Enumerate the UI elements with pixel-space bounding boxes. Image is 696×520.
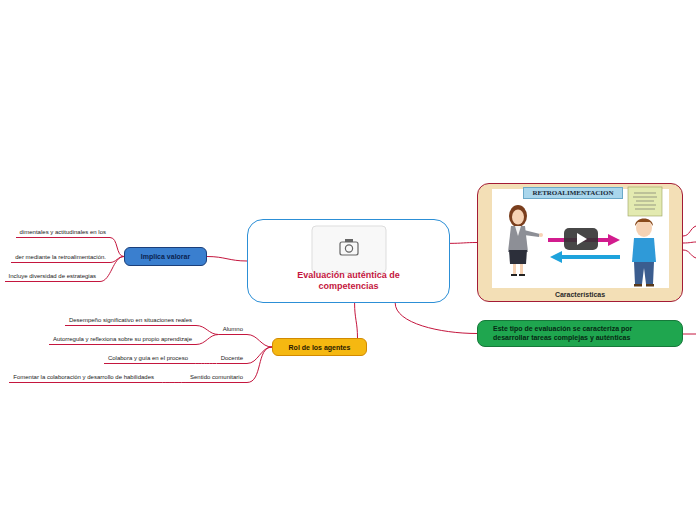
node-text: Desempeño significativo en situaciones r… bbox=[69, 317, 192, 324]
node-text: Implica valorar bbox=[141, 253, 190, 260]
branch-connector bbox=[196, 335, 219, 345]
central-topic: Evaluación auténtica de competencias bbox=[247, 219, 450, 303]
branch-connector bbox=[192, 363, 217, 364]
node-text: der mediante la retroalimentación. bbox=[15, 254, 106, 261]
branch-leaf: Fomentar la colaboración y desarrollo de… bbox=[9, 374, 158, 383]
topic-box: Este tipo de evaluación se caracteriza p… bbox=[477, 320, 683, 347]
node-text: Evaluación auténtica de competencias bbox=[248, 270, 449, 292]
node-text: dimentales y actitudinales en los bbox=[20, 229, 106, 236]
topic-box: Implica valorar bbox=[124, 247, 207, 266]
branch-leaf: Alumno bbox=[219, 326, 247, 335]
branch-connector bbox=[110, 238, 124, 257]
branch-connector bbox=[395, 303, 477, 334]
node-text: Colabora y guía en el proceso bbox=[108, 355, 188, 362]
node-text: Docente bbox=[221, 355, 243, 362]
image-topic: Características RETROALIMENTACION bbox=[477, 183, 683, 302]
branch-connector bbox=[196, 326, 219, 335]
node-text: Este tipo de evaluación se caracteriza p… bbox=[478, 325, 682, 342]
branch-connector bbox=[100, 257, 124, 282]
branch-leaf: Desempeño significativo en situaciones r… bbox=[65, 317, 196, 326]
branch-connector bbox=[207, 257, 247, 262]
node-text: Incluye diversidad de estrategias bbox=[9, 273, 96, 280]
topic-box: Rol de los agentes bbox=[272, 338, 367, 356]
image-placeholder-icon bbox=[248, 220, 451, 304]
branch-leaf: der mediante la retroalimentación. bbox=[11, 254, 110, 263]
branch-leaf: Autorregula y reflexiona sobre su propio… bbox=[49, 336, 196, 345]
node-text: Sentido comunitario bbox=[190, 374, 243, 381]
branch-connector bbox=[247, 335, 272, 348]
branch-connector bbox=[450, 242, 477, 244]
node-text: Fomentar la colaboración y desarrollo de… bbox=[13, 374, 154, 381]
branch-connector bbox=[158, 382, 186, 383]
node-text: Autorregula y reflexiona sobre su propio… bbox=[53, 336, 192, 343]
branch-leaf: Sentido comunitario bbox=[186, 374, 247, 383]
branch-connector bbox=[247, 347, 272, 364]
branch-leaf: Incluye diversidad de estrategias bbox=[5, 273, 100, 282]
branch-connector bbox=[110, 257, 124, 263]
branch-leaf: Docente bbox=[217, 355, 247, 364]
node-text: Rol de los agentes bbox=[289, 344, 351, 351]
node-text: Alumno bbox=[223, 326, 243, 333]
branch-connector bbox=[355, 303, 358, 338]
branch-leaf: Colabora y guía en el proceso bbox=[104, 355, 192, 364]
node-text: Características bbox=[478, 291, 682, 298]
branch-connector bbox=[247, 347, 272, 383]
branch-leaf: dimentales y actitudinales en los bbox=[16, 229, 110, 238]
banner-label: RETROALIMENTACION bbox=[523, 187, 623, 199]
feedback-illustration bbox=[478, 184, 684, 303]
